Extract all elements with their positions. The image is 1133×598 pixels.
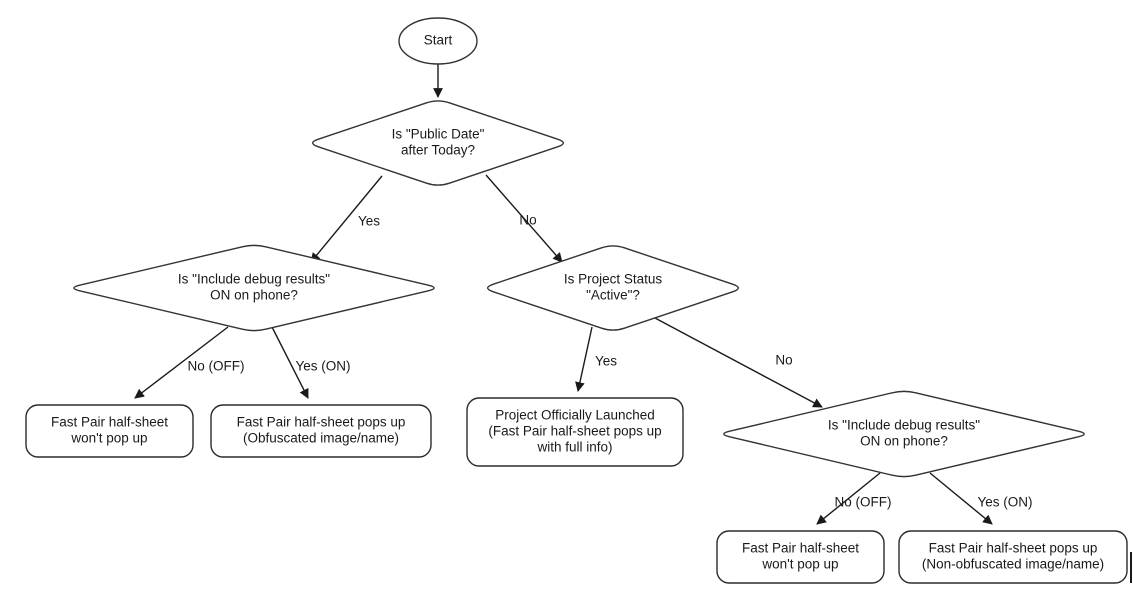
node-debug-results-decision-right-line: Is "Include debug results" xyxy=(828,418,980,433)
edge-project-status-no: No xyxy=(654,317,823,408)
node-non-obfuscated-popup[interactable]: Fast Pair half-sheet pops up(Non-obfusca… xyxy=(898,530,1128,584)
edge-debug-left-yes-on: Yes (ON) xyxy=(271,326,351,399)
edge-debug-right-no-off: No (OFF) xyxy=(816,472,892,525)
edge-label-public-date-yes: Yes xyxy=(358,214,380,229)
node-debug-results-decision-left-line: ON on phone? xyxy=(210,288,298,303)
edge-label-debug-left-yes-on: Yes (ON) xyxy=(295,359,350,374)
edge-label-project-status-no: No xyxy=(775,353,792,368)
node-no-popup-right-line: Fast Pair half-sheet xyxy=(742,541,859,556)
edge-line-public-date-no xyxy=(485,174,563,263)
edge-label-debug-right-no-off: No (OFF) xyxy=(835,495,892,510)
node-no-popup-left-line: Fast Pair half-sheet xyxy=(51,415,168,430)
edge-public-date-yes: Yes xyxy=(310,175,383,263)
edge-line-public-date-yes xyxy=(310,175,383,263)
edge-label-public-date-no: No xyxy=(519,213,536,228)
node-public-date-decision[interactable]: Is "Public Date"after Today? xyxy=(311,100,565,186)
node-shape-project-status-decision xyxy=(486,245,740,331)
node-shape-officially-launched xyxy=(466,397,684,467)
edge-line-debug-left-no-off xyxy=(134,326,229,399)
node-public-date-decision-line: after Today? xyxy=(401,143,475,158)
edge-public-date-no: No xyxy=(485,174,563,263)
node-officially-launched-line: (Fast Pair half-sheet pops up xyxy=(488,424,661,439)
node-project-status-decision-line: Is Project Status xyxy=(564,272,663,287)
node-no-popup-left-line: won't pop up xyxy=(70,431,147,446)
node-start[interactable]: Start xyxy=(398,17,478,65)
node-public-date-decision-line: Is "Public Date" xyxy=(392,127,485,142)
edge-project-status-yes: Yes xyxy=(575,326,617,392)
node-shape-non-obfuscated-popup xyxy=(898,530,1128,584)
node-shape-start xyxy=(398,17,478,65)
node-no-popup-right-line: won't pop up xyxy=(761,557,838,572)
node-shape-debug-results-decision-left xyxy=(73,244,435,332)
nodes-layer: Start Is "Public Date"after Today? Is "Inc… xyxy=(25,17,1128,584)
node-shape-public-date-decision xyxy=(311,100,565,186)
node-project-status-decision[interactable]: Is Project Status"Active"? xyxy=(486,245,740,331)
edge-debug-left-no-off: No (OFF) xyxy=(134,326,245,399)
node-debug-results-decision-right-line: ON on phone? xyxy=(860,434,948,449)
node-shape-no-popup-right xyxy=(716,530,885,584)
node-debug-results-decision-right[interactable]: Is "Include debug results"ON on phone? xyxy=(723,390,1085,478)
node-obfuscated-popup-line: (Obfuscated image/name) xyxy=(243,431,399,446)
node-obfuscated-popup[interactable]: Fast Pair half-sheet pops up(Obfuscated … xyxy=(210,404,432,458)
edge-line-debug-right-no-off xyxy=(816,472,881,525)
node-non-obfuscated-popup-line: (Non-obfuscated image/name) xyxy=(922,557,1104,572)
node-start-line: Start xyxy=(424,33,453,48)
node-officially-launched-line: with full info) xyxy=(536,440,612,455)
node-non-obfuscated-popup-line: Fast Pair half-sheet pops up xyxy=(929,541,1098,556)
node-shape-obfuscated-popup xyxy=(210,404,432,458)
edge-label-debug-right-yes-on: Yes (ON) xyxy=(977,495,1032,510)
node-shape-no-popup-left xyxy=(25,404,194,458)
node-officially-launched-line: Project Officially Launched xyxy=(495,408,655,423)
edge-line-project-status-yes xyxy=(575,326,593,392)
edge-label-debug-left-no-off: No (OFF) xyxy=(188,359,245,374)
edge-line-debug-left-yes-on xyxy=(271,326,309,399)
edge-debug-right-yes-on: Yes (ON) xyxy=(929,472,1033,525)
node-debug-results-decision-left[interactable]: Is "Include debug results"ON on phone? xyxy=(73,244,435,332)
node-officially-launched[interactable]: Project Officially Launched(Fast Pair ha… xyxy=(466,397,684,467)
node-debug-results-decision-left-line: Is "Include debug results" xyxy=(178,272,330,287)
node-project-status-decision-line: "Active"? xyxy=(586,288,640,303)
edge-line-debug-right-yes-on xyxy=(929,472,993,525)
edge-line-project-status-no xyxy=(654,317,823,408)
edge-label-project-status-yes: Yes xyxy=(595,354,617,369)
node-shape-debug-results-decision-right xyxy=(723,390,1085,478)
node-obfuscated-popup-line: Fast Pair half-sheet pops up xyxy=(237,415,406,430)
